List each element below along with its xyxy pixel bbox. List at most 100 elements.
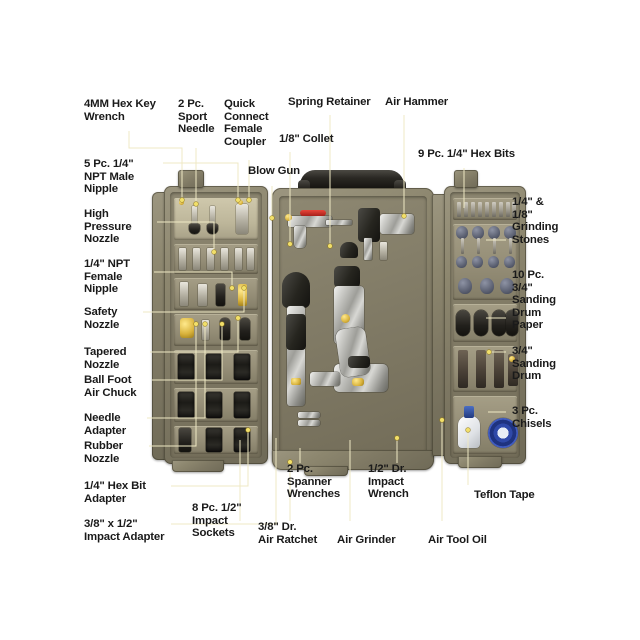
label-spring-retainer: Spring Retainer bbox=[288, 96, 371, 108]
label-air-tool-oil: Air Tool Oil bbox=[428, 534, 487, 546]
nipple-5 bbox=[235, 248, 242, 270]
nipple-6 bbox=[247, 248, 254, 270]
grinding-stone-9 bbox=[458, 278, 472, 294]
dot-needle-adapter bbox=[203, 322, 207, 326]
blow-gun-fitting bbox=[285, 214, 292, 221]
label-quick-connect-coupler: Quick Connect Female Coupler bbox=[224, 98, 269, 148]
hex-bit-7 bbox=[499, 202, 503, 217]
grinding-stone-1 bbox=[456, 226, 468, 239]
blow-gun-handle bbox=[294, 226, 306, 248]
case-bottom-lip bbox=[272, 450, 434, 470]
impact-wrench-anvil bbox=[310, 372, 340, 386]
left-shelf-2 bbox=[174, 244, 258, 274]
dot-hex-bit-adapter bbox=[246, 428, 250, 432]
spring-retainer-item bbox=[340, 242, 358, 258]
hex-bit-9 bbox=[512, 202, 516, 217]
right-lid-latch bbox=[454, 170, 478, 188]
grinding-stone-2 bbox=[472, 226, 484, 239]
label-blow-gun: Blow Gun bbox=[248, 165, 300, 177]
dot-hex-key bbox=[180, 198, 184, 202]
air-hammer-tip bbox=[364, 238, 372, 260]
ball-foot-air-chuck-item bbox=[180, 318, 194, 338]
dot-high-pressure bbox=[212, 250, 216, 254]
socket-7 bbox=[206, 428, 222, 452]
socket-5 bbox=[206, 392, 222, 418]
drum-paper-3 bbox=[492, 310, 506, 336]
blow-gun-body bbox=[288, 216, 332, 227]
drum-paper-1 bbox=[456, 310, 470, 336]
sport-needle-b bbox=[210, 206, 215, 228]
high-pressure-nozzle-item bbox=[180, 282, 188, 306]
label-hex-bit-adapter: 1/4" Hex Bit Adapter bbox=[84, 480, 146, 505]
grinding-stone-11 bbox=[500, 278, 514, 294]
label-impact-wrench: 1/2" Dr. Impact Wrench bbox=[368, 463, 409, 501]
grinding-stone-8 bbox=[504, 256, 515, 268]
grinding-stone-4 bbox=[504, 226, 516, 239]
chisel-3 bbox=[494, 350, 504, 388]
air-ratchet-logo bbox=[291, 378, 301, 385]
sanding-drum-marker bbox=[509, 356, 515, 362]
label-hex-key-wrench: 4MM Hex Key Wrench bbox=[84, 98, 156, 123]
label-air-ratchet: 3/8" Dr. Air Ratchet bbox=[258, 521, 318, 546]
nipple-1 bbox=[179, 248, 186, 270]
hex-bit-5 bbox=[485, 202, 489, 217]
label-impact-sockets: 8 Pc. 1/2" Impact Sockets bbox=[192, 502, 242, 540]
label-ball-foot-air-chuck: Ball Foot Air Chuck bbox=[84, 374, 137, 399]
label-sanding-drum: 3/4" Sanding Drum bbox=[512, 345, 556, 383]
grinding-stone-shank-2 bbox=[477, 238, 480, 254]
air-grinder-cap bbox=[334, 266, 360, 288]
nipple-3 bbox=[207, 248, 214, 270]
grinding-stone-shank-3 bbox=[493, 238, 496, 254]
dot-impact-wrench bbox=[395, 436, 399, 440]
air-tool-oil-cap bbox=[464, 406, 474, 418]
dot-npt-female bbox=[230, 286, 234, 290]
impact-wrench-grip bbox=[334, 326, 372, 378]
blow-gun-nozzle bbox=[326, 220, 352, 225]
label-safety-nozzle: Safety Nozzle bbox=[84, 306, 120, 331]
socket-2 bbox=[206, 354, 222, 380]
sport-needle-b-tip bbox=[207, 224, 218, 234]
blow-gun-trigger bbox=[300, 210, 326, 216]
air-ratchet-head bbox=[282, 272, 310, 308]
label-impact-adapter: 3/8" x 1/2" Impact Adapter bbox=[84, 518, 165, 543]
grinding-stone-shank-4 bbox=[509, 238, 512, 254]
hex-bit-8 bbox=[506, 202, 510, 217]
dot-teflon-tape bbox=[466, 428, 470, 432]
label-teflon-tape: Teflon Tape bbox=[474, 489, 535, 501]
safety-nozzle-item bbox=[216, 284, 225, 306]
case-handle bbox=[300, 170, 404, 188]
coupler-marker bbox=[238, 200, 243, 205]
drum-paper-2 bbox=[474, 310, 488, 336]
socket-3 bbox=[234, 354, 250, 380]
label-npt-female-nipple: 1/4" NPT Female Nipple bbox=[84, 258, 130, 296]
grinding-stone-5 bbox=[456, 256, 467, 268]
label-air-grinder: Air Grinder bbox=[337, 534, 396, 546]
case-foot bbox=[304, 466, 348, 476]
dot-safety-nozzle bbox=[242, 286, 246, 290]
left-lid-foot bbox=[172, 460, 224, 472]
nipple-2 bbox=[193, 248, 200, 270]
grinding-stone-7 bbox=[488, 256, 499, 268]
air-hammer-barrel bbox=[380, 214, 414, 234]
nipple-4 bbox=[221, 248, 228, 270]
dot-sanding-drum bbox=[487, 350, 491, 354]
impact-wrench-badge bbox=[352, 378, 364, 386]
impact-wrench-bumper bbox=[348, 356, 370, 368]
label-hex-bits: 9 Pc. 1/4" Hex Bits bbox=[418, 148, 515, 160]
spanner-wrench-1 bbox=[298, 412, 320, 418]
air-tool-oil-bottle bbox=[458, 416, 480, 448]
dot-sport-needle bbox=[194, 202, 198, 206]
grinding-stone-6 bbox=[472, 256, 483, 268]
socket-6 bbox=[234, 392, 250, 418]
label-needle-adapter: Needle Adapter bbox=[84, 412, 126, 437]
quick-coupler-body bbox=[236, 204, 248, 234]
dot-air-tool-oil bbox=[440, 418, 444, 422]
sport-needle-a bbox=[192, 206, 197, 228]
label-high-pressure-nozzle: High Pressure Nozzle bbox=[84, 208, 132, 246]
air-grinder-badge bbox=[341, 314, 350, 323]
dot-tapered bbox=[236, 316, 240, 320]
label-air-hammer: Air Hammer bbox=[385, 96, 449, 108]
label-grinding-stones: 1/4" & 1/8" Grinding Stones bbox=[512, 196, 559, 246]
label-chisels: 3 Pc. Chisels bbox=[512, 405, 552, 430]
